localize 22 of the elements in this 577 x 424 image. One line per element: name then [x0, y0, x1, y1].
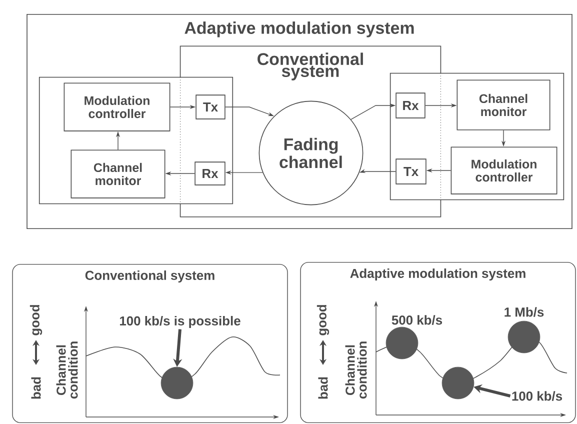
annotation-text: 100 kb/s [512, 391, 562, 401]
axis-label: good [316, 305, 330, 336]
rate-circle [442, 366, 474, 400]
axis-title: Channel condition [345, 342, 367, 399]
rx-box: Rx [396, 92, 426, 118]
tx-box: Tx [196, 94, 226, 120]
axis-label: good [30, 305, 42, 336]
rate-circle [508, 320, 540, 354]
controller-box: Modulation controller [450, 146, 558, 194]
rx-box: Rx [194, 162, 226, 186]
tx-box: Tx [396, 158, 426, 184]
monitor-box: Channel monitor [456, 80, 550, 130]
monitor-box: Channel monitor [70, 150, 166, 198]
rate-label: 500 kb/s [392, 315, 442, 325]
rate-circle [386, 326, 418, 360]
rate-circle [160, 366, 194, 400]
controller-box: Modulation controller [64, 82, 170, 132]
axis-title: Channel condition [56, 342, 78, 399]
annotation-text: 100 kb/s is possible [120, 316, 240, 328]
axis-label: bad [31, 377, 41, 399]
axis-label: bad [318, 377, 328, 399]
rate-label: 1 Mb/s [504, 307, 544, 317]
